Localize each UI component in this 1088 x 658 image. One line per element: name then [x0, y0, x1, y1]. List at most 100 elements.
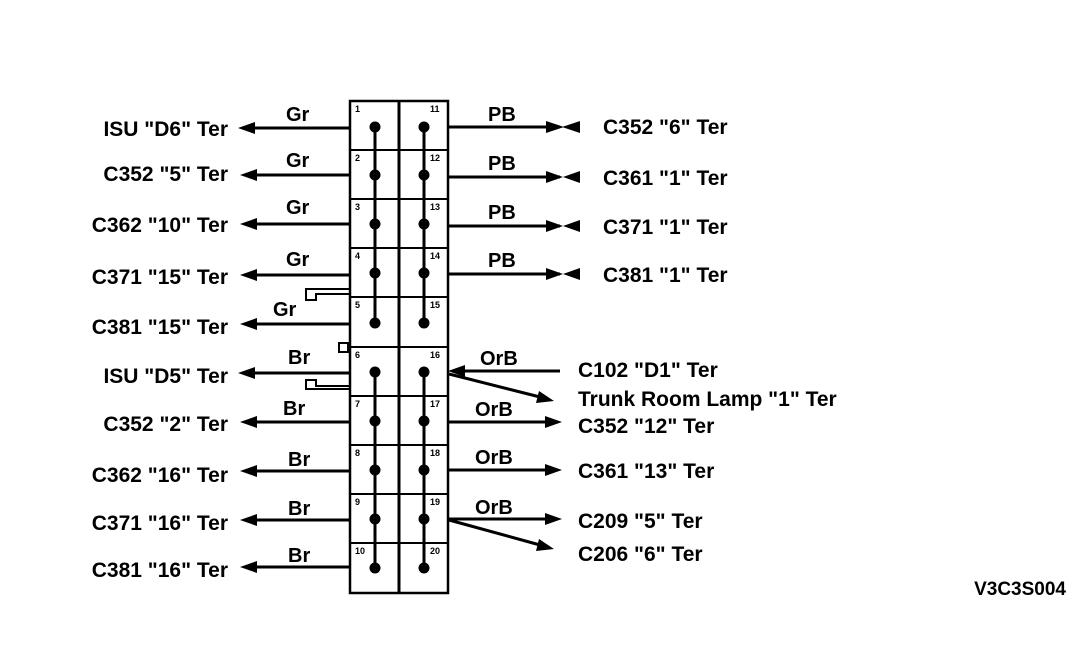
- pin-number-19: 19: [430, 497, 440, 507]
- pin-number-16: 16: [430, 350, 440, 360]
- wire-color-label: Gr: [286, 150, 310, 172]
- arrowhead: [546, 121, 564, 133]
- arrowhead: [240, 318, 257, 330]
- wire-color-label: Gr: [286, 104, 310, 126]
- arrowhead: [238, 367, 255, 379]
- pin-contact-dot: [369, 218, 381, 230]
- terminal-label: C381 "1" Ter: [603, 264, 728, 287]
- pin-number-1: 1: [355, 104, 360, 114]
- left-side-wiring: [238, 122, 350, 573]
- arrowhead: [240, 416, 257, 428]
- terminal-label: C362 "10" Ter: [92, 214, 228, 237]
- arrowhead: [545, 464, 562, 476]
- terminal-label: C352 "12" Ter: [578, 415, 714, 438]
- pin-contact-dot: [369, 562, 381, 574]
- connector-block: [348, 99, 450, 595]
- terminal-label: C371 "1" Ter: [603, 216, 728, 239]
- wire-color-label: Gr: [273, 299, 297, 321]
- arrowhead: [238, 122, 255, 134]
- wire-color-label: Br: [288, 498, 310, 520]
- terminal-label: C352 "6" Ter: [603, 116, 728, 139]
- pin-contact-dot: [418, 121, 430, 133]
- wire-color-label: OrB: [475, 447, 513, 469]
- wire-color-label: Br: [283, 398, 305, 420]
- terminal-label: C371 "15" Ter: [92, 266, 228, 289]
- pin-number-5: 5: [355, 300, 360, 310]
- pin-contacts: [369, 121, 430, 574]
- pin-contact-dot: [418, 366, 430, 378]
- pin-contact-dot: [369, 317, 381, 329]
- pin-number-3: 3: [355, 202, 360, 212]
- pin-number-20: 20: [430, 546, 440, 556]
- pin-contact-dot: [369, 366, 381, 378]
- terminal-label: C362 "16" Ter: [92, 464, 228, 487]
- wire-jog-marker: [338, 342, 349, 353]
- wire-color-label: PB: [488, 202, 516, 224]
- pin-number-11: 11: [430, 104, 440, 114]
- arrowhead: [562, 121, 580, 133]
- pin-contact-dot: [418, 169, 430, 181]
- arrowhead: [563, 268, 580, 280]
- pin-number-14: 14: [430, 251, 440, 261]
- wire-color-label: OrB: [475, 399, 513, 421]
- pin-contact-dot: [369, 513, 381, 525]
- arrowhead: [536, 539, 554, 551]
- wire-jog-marker: [305, 379, 350, 390]
- terminal-label: Trunk Room Lamp "1" Ter: [578, 388, 837, 411]
- terminal-label: ISU "D5" Ter: [103, 365, 228, 388]
- pin-number-12: 12: [430, 153, 440, 163]
- arrowhead: [240, 561, 257, 573]
- terminal-label: C206 "6" Ter: [578, 543, 703, 566]
- terminal-label: C361 "1" Ter: [603, 167, 728, 190]
- wire-color-label: PB: [488, 104, 516, 126]
- arrowhead: [240, 269, 257, 281]
- arrowhead: [545, 513, 562, 525]
- pin-number-7: 7: [355, 399, 360, 409]
- pin-number-17: 17: [430, 399, 440, 409]
- pin-number-15: 15: [430, 300, 440, 310]
- right-side-wiring: [448, 121, 580, 551]
- pin-number-4: 4: [355, 251, 360, 261]
- arrowhead: [536, 391, 554, 403]
- pin-contact-dot: [369, 415, 381, 427]
- arrowhead: [545, 416, 562, 428]
- terminal-label: C371 "16" Ter: [92, 512, 228, 535]
- wire-color-label: PB: [488, 153, 516, 175]
- arrowhead: [546, 268, 563, 280]
- right-wire-labels: PB PB PB PB OrB OrB OrB OrB: [475, 104, 518, 519]
- pin-number-6: 6: [355, 350, 360, 360]
- arrowhead: [546, 171, 563, 183]
- pin-contact-dot: [418, 464, 430, 476]
- left-terminal-labels: ISU "D6" Ter C352 "5" Ter C362 "10" Ter …: [92, 118, 228, 582]
- pin-number-18: 18: [430, 448, 440, 458]
- left-wire-labels: Gr Gr Gr Gr Gr Br Br Br Br Br: [273, 104, 310, 567]
- pin-number-13: 13: [430, 202, 440, 212]
- wire-color-label: Br: [288, 545, 310, 567]
- pin-number-2: 2: [355, 153, 360, 163]
- pin-contact-dot: [418, 218, 430, 230]
- terminal-label: C352 "5" Ter: [103, 163, 228, 186]
- arrowhead: [240, 169, 257, 181]
- arrowhead: [240, 514, 257, 526]
- figure-code: V3C3S004: [974, 579, 1066, 600]
- pin-contact-dot: [369, 267, 381, 279]
- pin-number-8: 8: [355, 448, 360, 458]
- pin-contact-dot: [418, 513, 430, 525]
- arrowhead: [563, 171, 580, 183]
- wire-color-label: Br: [288, 347, 310, 369]
- pin-number-9: 9: [355, 497, 360, 507]
- pin-contact-dot: [418, 317, 430, 329]
- terminal-label: C352 "2" Ter: [103, 413, 228, 436]
- pin-contact-dot: [418, 415, 430, 427]
- arrowhead: [240, 465, 257, 477]
- wire-color-label: OrB: [475, 497, 513, 519]
- wire-jog-marker: [305, 288, 350, 301]
- terminal-label: C209 "5" Ter: [578, 510, 703, 533]
- terminal-label: C381 "16" Ter: [92, 559, 228, 582]
- terminal-label: C381 "15" Ter: [92, 316, 228, 339]
- pin-contact-dot: [369, 464, 381, 476]
- wire-color-label: OrB: [480, 348, 518, 370]
- pin-contact-dot: [369, 121, 381, 133]
- terminal-label: C102 "D1" Ter: [578, 359, 718, 382]
